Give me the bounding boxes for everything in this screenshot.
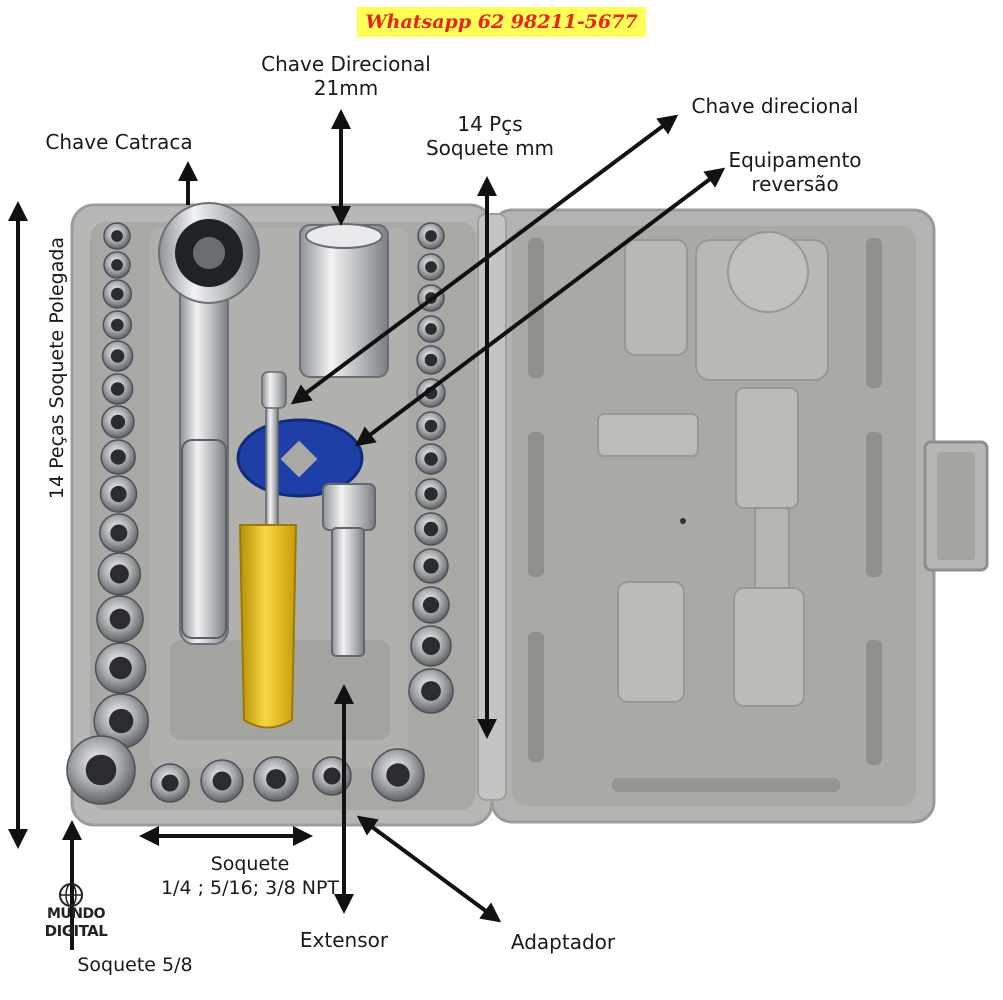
socket-hole [424,452,438,466]
socket-hole [266,769,286,789]
socket-row-npt [66,735,425,805]
socket-hole [424,487,438,501]
label-equipamento-reversao: Equipamento reversão [728,148,862,196]
logo-globe-icon [59,883,83,907]
label-adaptador: Adaptador [510,930,616,954]
socket-hole [111,230,123,242]
label-extensor: Extensor [299,928,389,952]
socket-hole [110,524,128,542]
socket-hole [425,261,437,273]
whatsapp-banner: Whatsapp 62 98211-5677 [357,7,646,37]
socket-21mm [299,223,389,378]
socket-hole [110,349,125,363]
mundo-digital-logo: MUNDO DIGITAL [28,882,118,962]
socket-hole [424,353,438,367]
socket-hole [109,564,129,584]
label-soquete-5-8: Soquete 5/8 [77,954,193,976]
socket-hole [212,771,232,791]
label-soquete-npt: Soquete 1/4 ; 5/16; 3/8 NPT [160,853,340,899]
socket-hole [323,767,341,785]
socket-hole [425,323,437,335]
extension-bar [322,483,376,657]
socket-hole [111,259,123,271]
label-14-pcs-soquete-mm: 14 Pçs Soquete mm [425,112,555,160]
screwdriver [238,371,298,729]
socket-hole [423,558,439,574]
socket-column-inch [93,222,149,749]
socket-hole [85,754,117,786]
socket-hole [424,419,438,433]
socket-hole [161,774,179,792]
socket-hole [111,287,124,301]
label-chave-direcional-21mm: Chave Direcional 21mm [261,52,431,100]
case-hinge [477,213,507,801]
socket-hole [423,521,439,537]
socket-hole [425,230,437,242]
socket-hole [109,656,132,680]
socket-hole [110,382,125,396]
ratchet-wrench [158,202,260,645]
socket-hole [386,763,410,787]
label-14-pecas-soquete-polegada: 14 Peças Soquete Polegada [46,236,68,500]
socket-hole [109,608,131,630]
socket-hole [110,485,127,503]
socket-hole [422,637,440,655]
socket-hole [111,318,124,332]
socket-hole [422,596,440,614]
annotation-arrows [8,109,726,950]
label-chave-direcional: Chave direcional [691,94,859,118]
case-right-half [490,208,989,824]
label-chave-catraca: Chave Catraca [45,130,193,154]
socket-hole [110,414,126,430]
socket-hole [421,681,441,701]
socket-hole [109,708,134,734]
socket-hole [110,449,126,465]
